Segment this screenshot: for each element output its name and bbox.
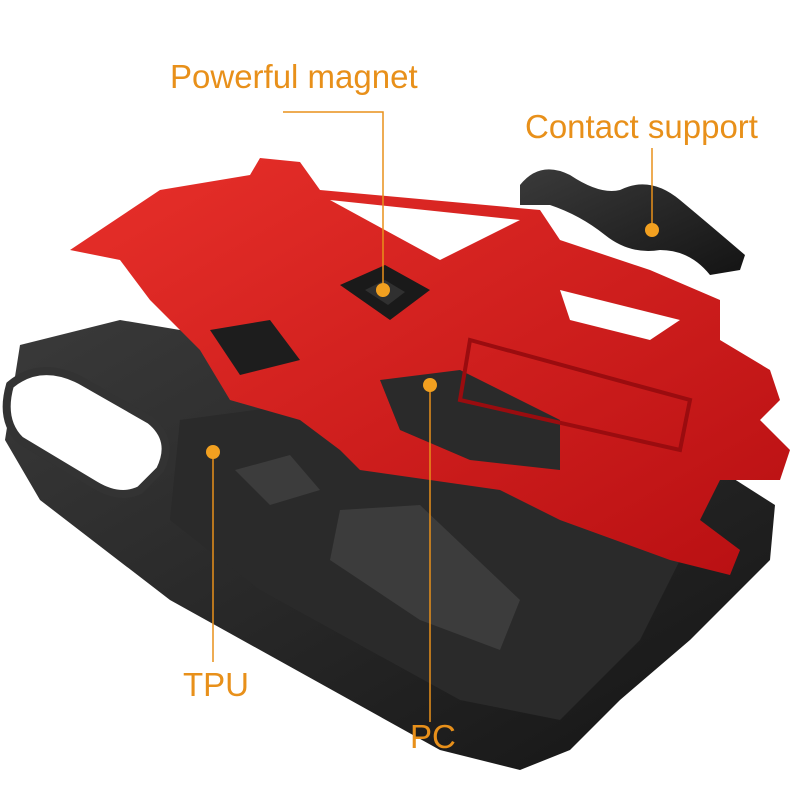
pc-plate (70, 158, 790, 575)
grip-pad (330, 505, 520, 650)
contact-support-piece (520, 169, 745, 275)
label-pc: PC (410, 718, 456, 755)
plate-window-top (330, 200, 520, 260)
grip-pad-2 (235, 455, 320, 505)
plate-cutout-left (210, 320, 300, 375)
magnet-leader-line (283, 111, 384, 290)
support-marker-dot (645, 223, 659, 237)
tpu-marker-dot (206, 445, 220, 459)
label-powerful-magnet: Powerful magnet (170, 58, 418, 95)
plate-cutout-right (380, 370, 560, 470)
pc-marker-dot (423, 378, 437, 392)
label-contact-support: Contact support (525, 108, 758, 145)
plate-window-right (560, 290, 680, 340)
camera-cutout (2, 367, 170, 498)
kickstand-slot (457, 337, 693, 453)
magnet-marker-dot (376, 283, 390, 297)
label-tpu: TPU (183, 666, 249, 703)
